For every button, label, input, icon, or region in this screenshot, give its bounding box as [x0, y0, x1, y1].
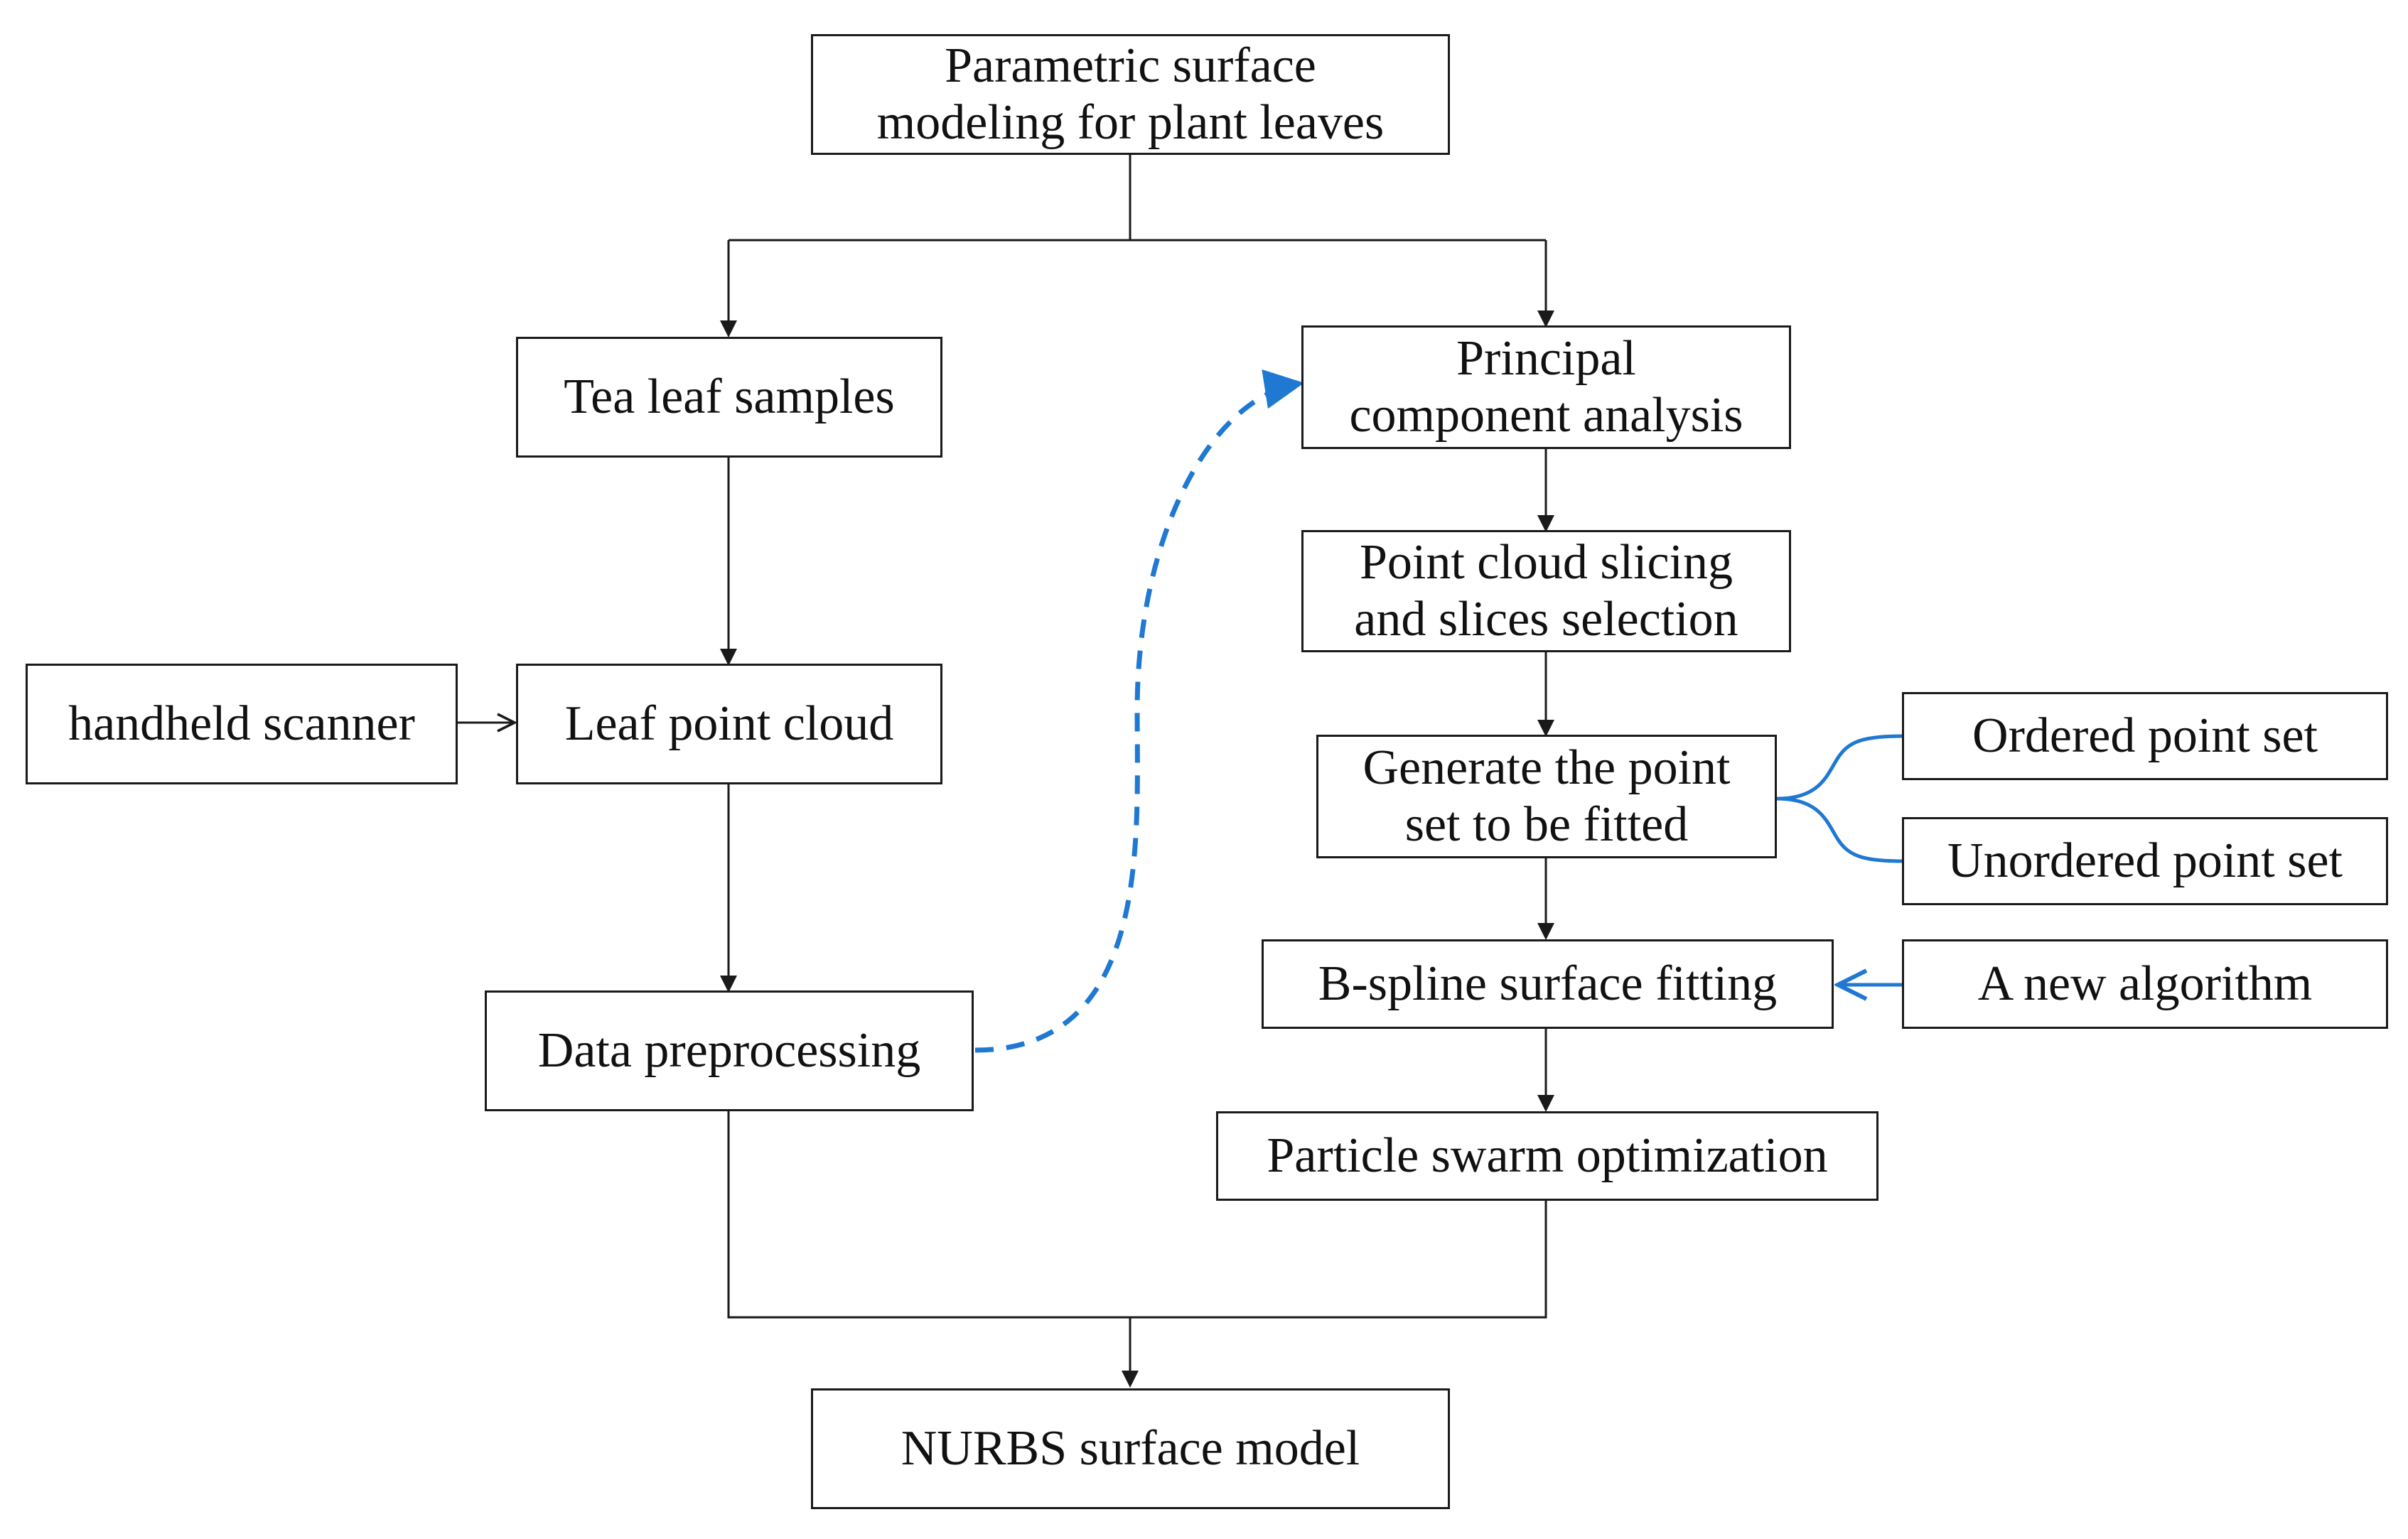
node-pca-line-2: component analysis: [1349, 388, 1743, 443]
node-leaf-point-cloud-label: Leaf point cloud: [564, 696, 894, 751]
node-pso: Particle swarm optimization: [1216, 1111, 1878, 1201]
node-data-preprocessing-label: Data preprocessing: [537, 1023, 921, 1078]
node-generate-point-set: Generate the point set to be fitted: [1316, 735, 1777, 858]
node-ordered-point-set-label: Ordered point set: [1972, 708, 2318, 763]
node-pso-label: Particle swarm optimization: [1267, 1128, 1828, 1183]
node-slicing-line-1: Point cloud slicing: [1359, 535, 1733, 590]
node-new-algorithm-label: A new algorithm: [1977, 956, 2313, 1011]
node-slicing: Point cloud slicing and slices selection: [1301, 530, 1791, 652]
node-root-line-2: modeling for plant leaves: [876, 95, 1385, 150]
node-handheld-scanner: handheld scanner: [26, 664, 458, 784]
node-data-preprocessing: Data preprocessing: [485, 990, 974, 1111]
node-nurbs-model: NURBS surface model: [811, 1388, 1450, 1509]
node-unordered-point-set: Unordered point set: [1902, 817, 2388, 905]
node-slicing-line-2: and slices selection: [1354, 592, 1738, 647]
node-ordered-point-set: Ordered point set: [1902, 692, 2388, 780]
node-leaf-point-cloud: Leaf point cloud: [516, 664, 942, 784]
node-handheld-scanner-label: handheld scanner: [68, 696, 415, 751]
edge-brace-ordered: [1776, 734, 1903, 801]
node-pca: Principal component analysis: [1301, 325, 1791, 449]
node-tea-leaf-samples: Tea leaf samples: [516, 337, 942, 458]
node-unordered-point-set-label: Unordered point set: [1947, 833, 2343, 888]
node-bspline-fitting-label: B-spline surface fitting: [1318, 956, 1778, 1011]
edge-brace-unordered: [1776, 796, 1903, 863]
node-nurbs-model-label: NURBS surface model: [901, 1421, 1360, 1476]
node-bspline-fitting: B-spline surface fitting: [1262, 939, 1834, 1029]
node-pca-line-1: Principal: [1456, 331, 1636, 386]
node-new-algorithm: A new algorithm: [1902, 939, 2388, 1029]
node-tea-leaf-samples-label: Tea leaf samples: [564, 369, 895, 424]
node-root: Parametric surface modeling for plant le…: [811, 34, 1450, 155]
node-generate-point-set-line-2: set to be fitted: [1404, 797, 1689, 852]
edge-root-branch: [729, 155, 1546, 242]
edge-data-preprocessing-to-pca: [974, 369, 1304, 1053]
node-root-line-1: Parametric surface: [945, 38, 1316, 93]
node-generate-point-set-line-1: Generate the point: [1362, 740, 1731, 795]
